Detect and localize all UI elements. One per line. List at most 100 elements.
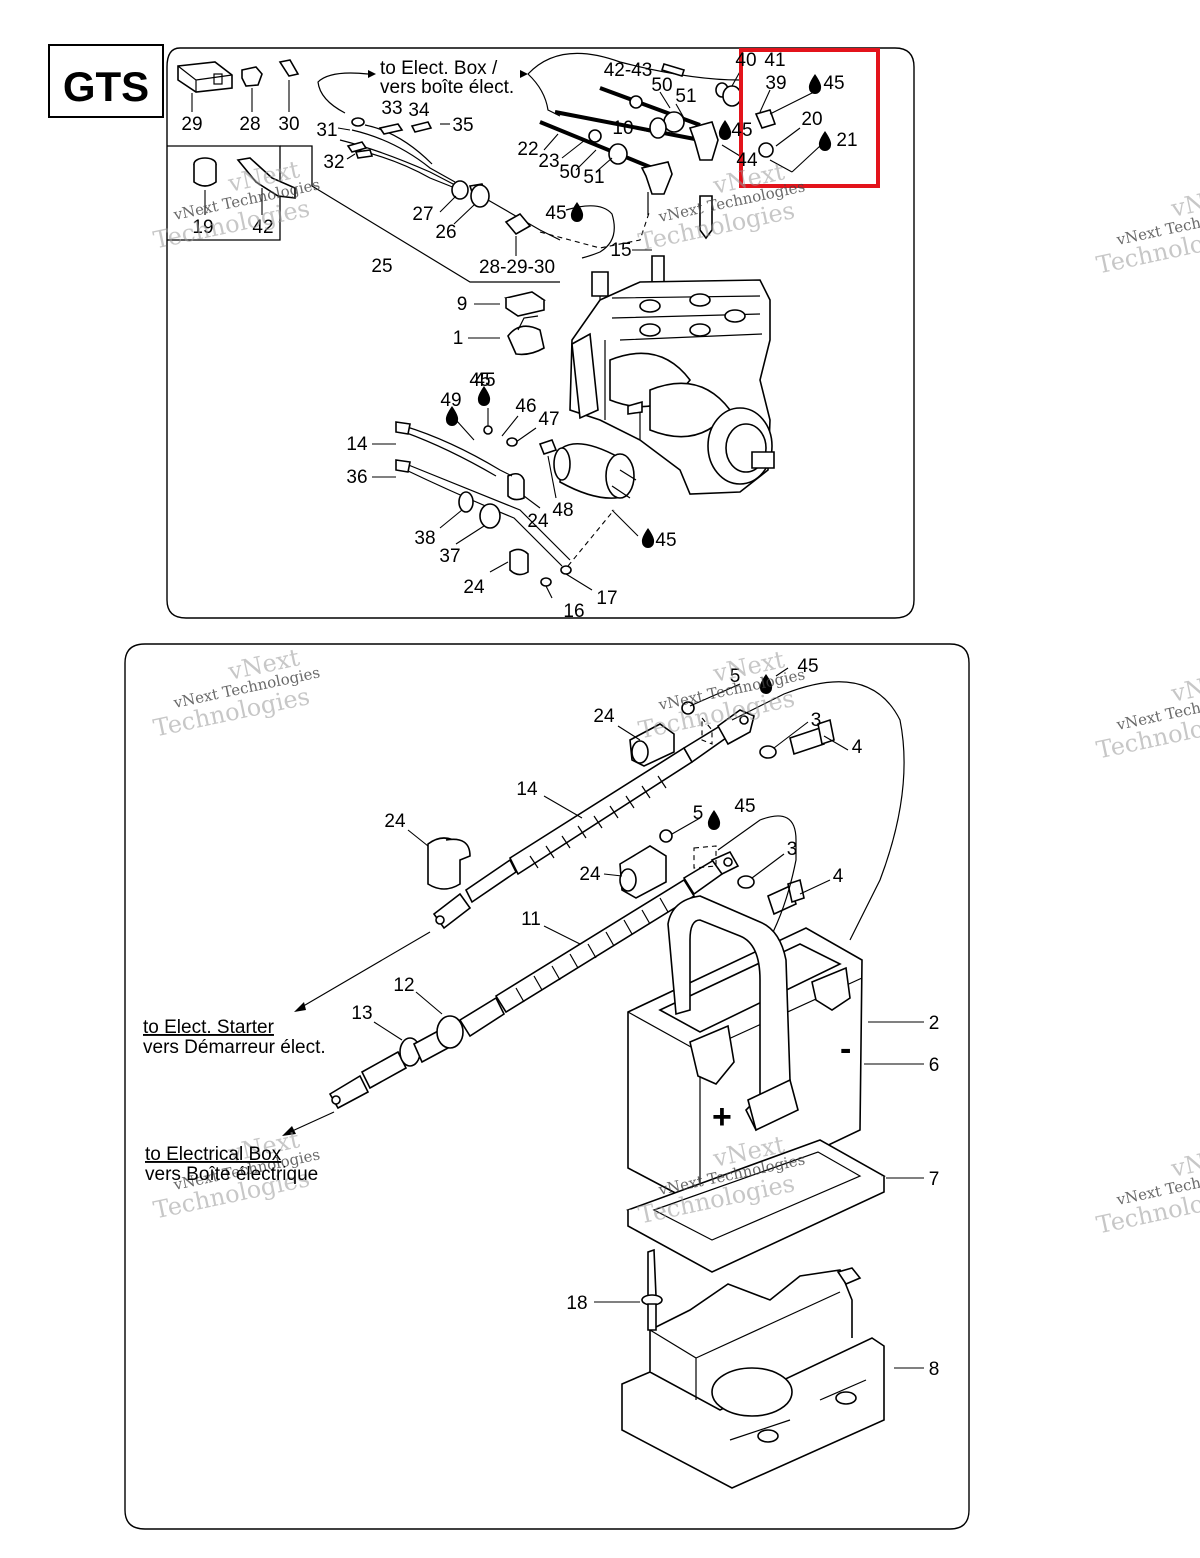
callout-bottom-6: 6 xyxy=(929,1055,940,1076)
callout-bottom-45: 45 xyxy=(734,796,755,817)
elect-box-arrows xyxy=(317,52,741,117)
callout-top-46: 46 xyxy=(515,396,536,417)
oil-drop-icon xyxy=(818,131,832,151)
callout-bottom-24: 24 xyxy=(384,811,406,832)
note-elec-box: to Electrical Box vers Boîte électrique xyxy=(145,1144,318,1185)
callout-top-45: 45 xyxy=(731,120,752,141)
callout-top-27: 27 xyxy=(412,204,433,225)
callout-top-50: 50 xyxy=(559,162,580,183)
callout-bottom-24: 24 xyxy=(593,706,615,727)
callout-bottom-24: 24 xyxy=(579,864,601,885)
boot-24-b xyxy=(629,723,675,767)
callout-top-51: 51 xyxy=(675,86,696,107)
top-panel xyxy=(166,47,915,619)
note-box-line1: to Electrical Box xyxy=(145,1144,282,1165)
callout-top-15: 15 xyxy=(610,240,631,261)
terminal-30 xyxy=(278,59,300,112)
hardware-3-4-5 xyxy=(659,701,835,916)
callout-top-19: 19 xyxy=(192,217,213,238)
callout-top-38: 38 xyxy=(414,528,435,549)
oil-drop-icon xyxy=(570,202,584,222)
callout-top-26: 26 xyxy=(435,222,456,243)
callout-bottom-14: 14 xyxy=(516,779,538,800)
battery-minus: - xyxy=(840,1030,851,1068)
engine-block xyxy=(569,271,775,495)
callout-top-29: 29 xyxy=(181,114,202,135)
note-box-line2: vers Boîte électrique xyxy=(145,1164,318,1185)
callout-bottom-45: 45 xyxy=(797,656,818,677)
connector-28 xyxy=(241,66,263,112)
oil-drop-icon xyxy=(445,406,459,426)
callout-top-1: 1 xyxy=(453,328,464,349)
callout-top-50: 50 xyxy=(651,75,672,96)
terminal-42 xyxy=(236,157,296,215)
callout-bottom-8: 8 xyxy=(929,1359,940,1380)
callout-top-49: 49 xyxy=(440,390,461,411)
callout-top-30: 30 xyxy=(278,114,299,135)
callout-top-16: 16 xyxy=(563,601,584,622)
oil-drop-icon xyxy=(718,120,732,140)
callout-top-17: 17 xyxy=(596,588,617,609)
callout-top-20: 20 xyxy=(801,109,822,130)
oil-drop-icons xyxy=(445,74,832,830)
cable-14-36 xyxy=(395,421,615,587)
callout-bottom-5: 5 xyxy=(693,803,704,824)
bottom-arrows xyxy=(282,931,431,1136)
callout-bottom-7: 7 xyxy=(929,1169,940,1190)
callout-top-24: 24 xyxy=(527,511,549,532)
callout-top-45: 45 xyxy=(823,73,844,94)
callout-bottom-4: 4 xyxy=(833,866,844,887)
callout-top-21: 21 xyxy=(836,130,857,151)
callout-top-40: 40 xyxy=(735,50,756,71)
callout-bottom-2: 2 xyxy=(929,1013,940,1034)
note-elect-box-line2: vers boîte élect. xyxy=(380,77,514,98)
oil-drop-icon xyxy=(477,386,491,406)
callout-top-48: 48 xyxy=(552,500,573,521)
callout-top-45: 45 xyxy=(474,370,495,391)
top-bottom-leaders xyxy=(372,408,639,599)
highlight-box xyxy=(739,48,880,188)
callout-top-34: 34 xyxy=(408,100,430,121)
callout-bottom-12: 12 xyxy=(393,975,414,996)
note-elect-box: to Elect. Box / vers boîte élect. xyxy=(380,58,514,98)
callout-top-31: 31 xyxy=(316,120,337,141)
bottom-panel: + - xyxy=(124,643,970,1530)
connector-29 xyxy=(177,61,233,112)
boot-24-c xyxy=(619,845,667,899)
sleeve-19 xyxy=(193,157,217,215)
callout-top-9: 9 xyxy=(457,294,468,315)
callout-bottom-4: 4 xyxy=(852,737,863,758)
callout-bottom-13: 13 xyxy=(351,1003,372,1024)
callout-top-23: 23 xyxy=(538,151,559,172)
callout-top-45: 45 xyxy=(545,203,566,224)
callout-top-42: 42 xyxy=(252,217,273,238)
oil-drop-icon xyxy=(641,528,655,548)
callout-top-47: 47 xyxy=(538,409,559,430)
callout-top-45: 45 xyxy=(655,530,676,551)
callout-bottom-3: 3 xyxy=(787,839,798,860)
model-badge-text: GTS xyxy=(63,63,149,110)
callout-top-10: 10 xyxy=(612,118,633,139)
battery-plus: + xyxy=(712,1098,732,1136)
callout-bottom-11: 11 xyxy=(521,909,541,930)
cable-14-bottom xyxy=(432,709,755,930)
callout-top-42-43: 42-43 xyxy=(604,60,653,81)
note-starter-line1: to Elect. Starter xyxy=(143,1017,275,1038)
oil-drop-icon xyxy=(759,674,773,694)
holder-8 xyxy=(621,1267,885,1489)
note-starter-line2: vers Démarreur élect. xyxy=(143,1037,326,1058)
grommet-27-26 xyxy=(439,180,651,256)
callout-top-37: 37 xyxy=(439,546,460,567)
screw-18 xyxy=(641,1248,663,1331)
callout-top-51: 51 xyxy=(583,167,604,188)
callout-top-24: 24 xyxy=(463,577,485,598)
callout-top-33: 33 xyxy=(381,98,402,119)
callout-bottom-18: 18 xyxy=(566,1293,587,1314)
callout-top-28-29-30: 28-29-30 xyxy=(479,257,555,278)
